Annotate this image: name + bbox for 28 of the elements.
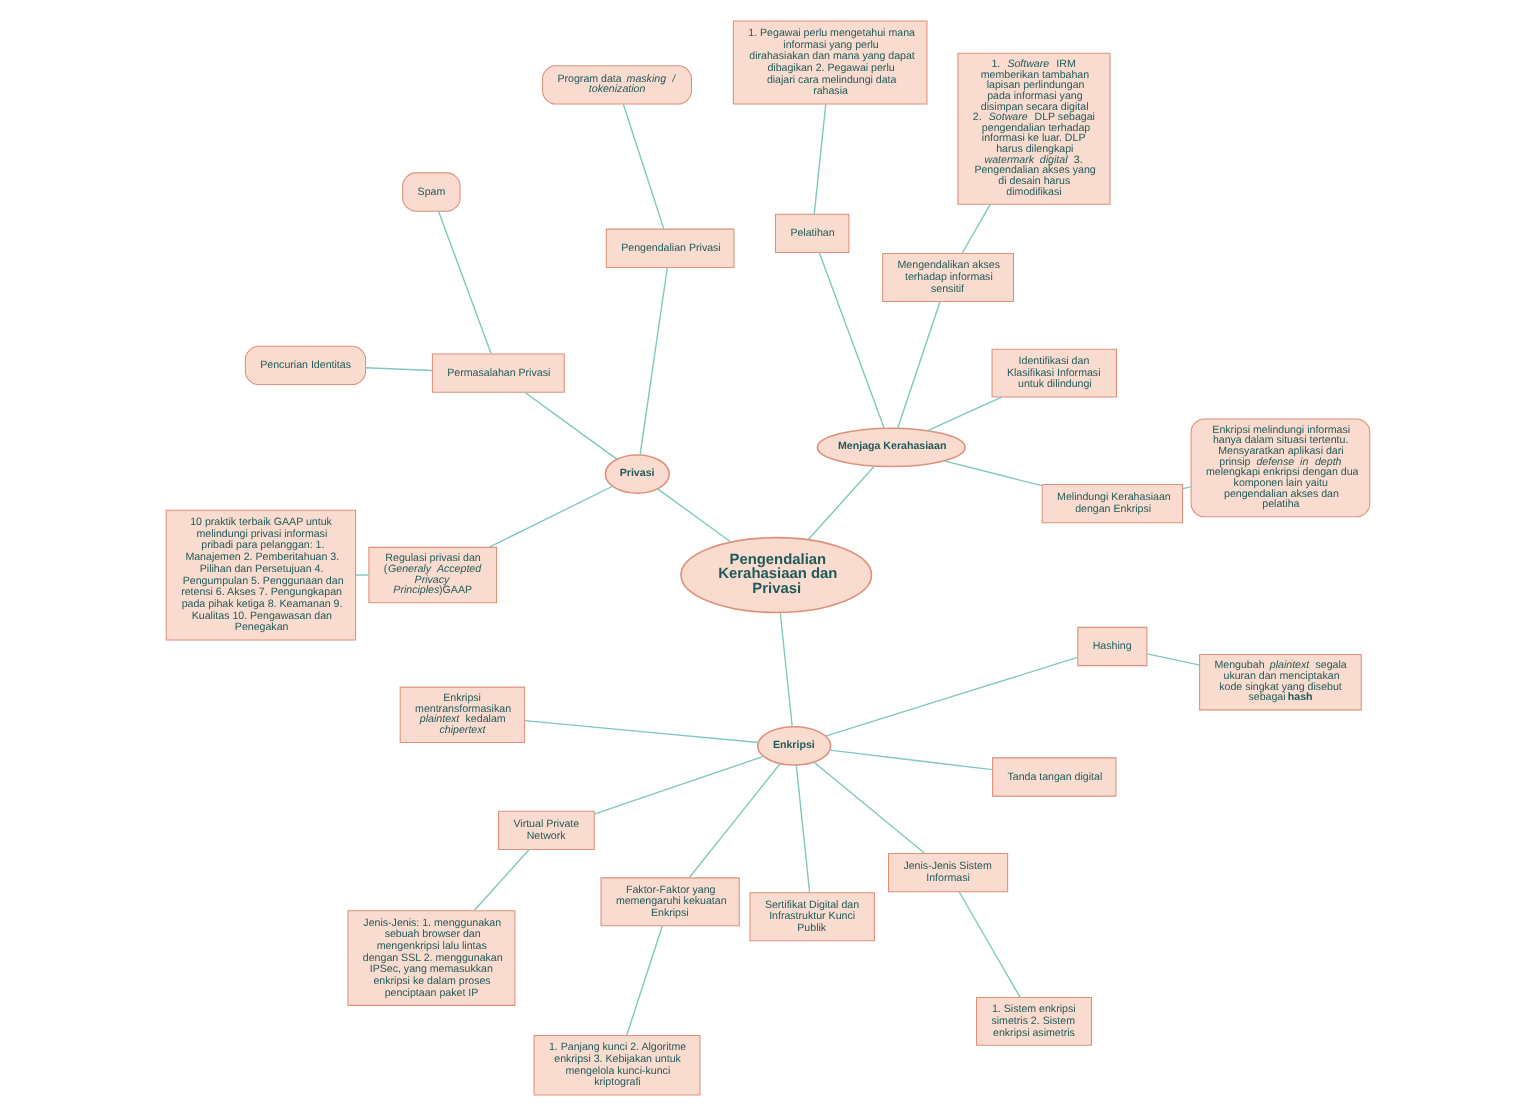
connector <box>927 396 1003 432</box>
connector <box>626 925 663 1036</box>
connector <box>437 210 492 355</box>
connector <box>1181 486 1192 490</box>
connector <box>656 488 732 543</box>
connector <box>943 460 1043 487</box>
connector <box>593 755 765 815</box>
connector <box>524 391 618 460</box>
connector <box>488 485 614 549</box>
connector <box>688 763 781 879</box>
connector <box>896 300 941 429</box>
connector <box>813 103 827 215</box>
connector <box>524 719 760 744</box>
connector <box>364 367 433 372</box>
connector <box>818 251 885 429</box>
connector <box>354 574 370 576</box>
connector <box>807 465 875 541</box>
connector <box>961 203 991 254</box>
connector <box>639 266 668 456</box>
connector <box>829 749 993 771</box>
connector <box>813 761 926 854</box>
connector <box>779 612 793 728</box>
connector <box>473 849 530 912</box>
connector <box>824 656 1079 737</box>
connector <box>795 764 811 894</box>
connector <box>622 103 665 230</box>
connector <box>1146 653 1201 666</box>
connector <box>958 891 1021 999</box>
